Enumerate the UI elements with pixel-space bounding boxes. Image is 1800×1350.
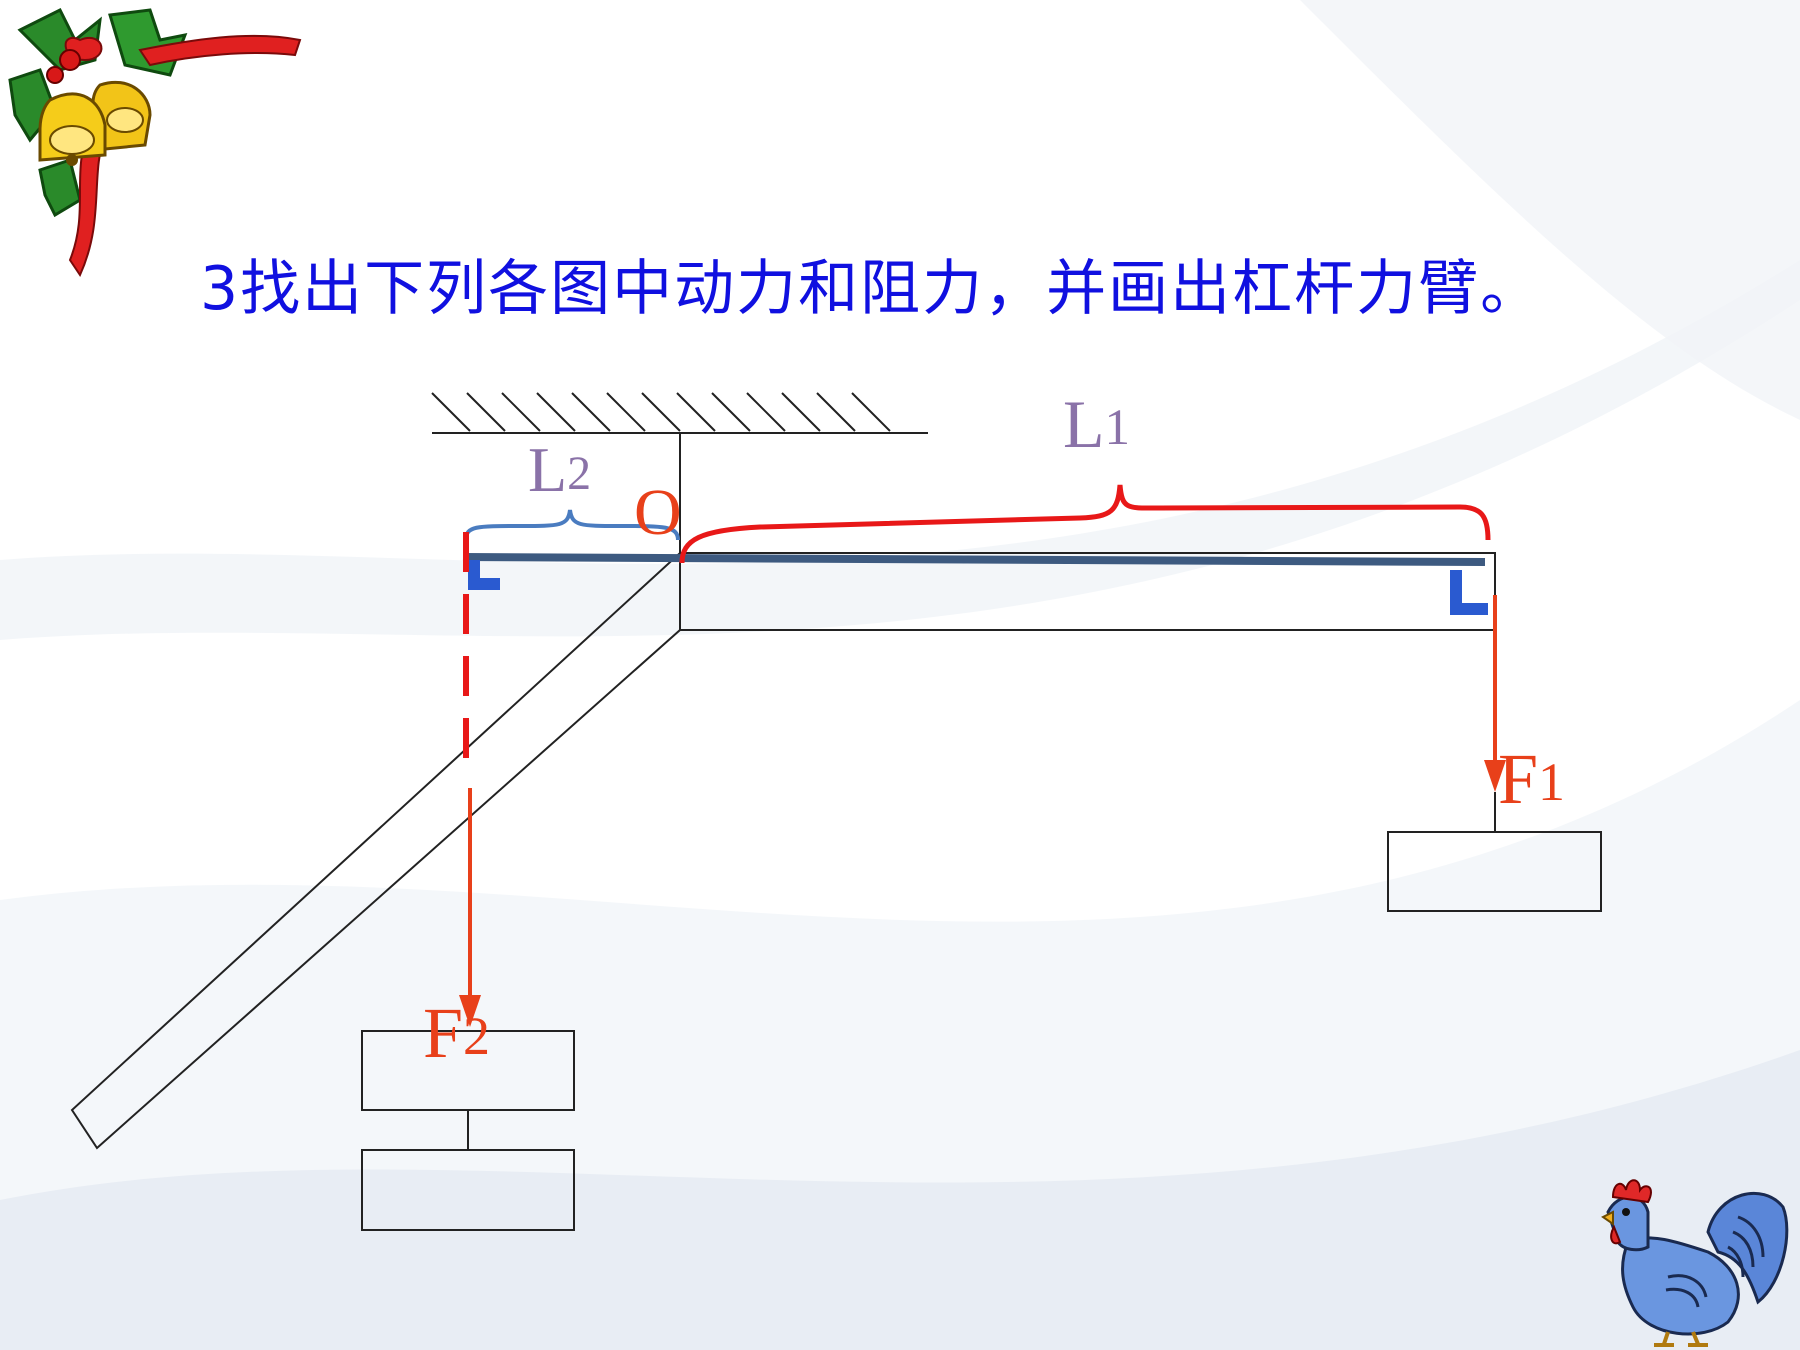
- brace-L2: [464, 509, 680, 541]
- weight-left-lower: [361, 1149, 575, 1231]
- label-L1: L1: [1063, 386, 1131, 462]
- brace-L1: [679, 484, 1491, 564]
- christmas-bells-icon: [8, 7, 302, 278]
- F2-arrow: [459, 788, 481, 1027]
- rooster-icon: [1601, 1179, 1789, 1347]
- right-angle-marker-left: [468, 560, 500, 590]
- F1-arrow: [1484, 595, 1506, 792]
- weight-right: [1387, 831, 1602, 912]
- label-F1: F1: [1498, 739, 1566, 819]
- right-angle-marker-right: [1450, 570, 1488, 615]
- label-L2: L2: [528, 434, 592, 505]
- lever-bar: [462, 553, 1486, 566]
- label-pivot-O: O: [634, 476, 682, 549]
- label-F2: F2: [423, 993, 491, 1073]
- ceiling: [431, 392, 928, 434]
- question-title: 3找出下列各图中动力和阻力，并画出杠杆力臂。: [200, 254, 1543, 324]
- diagonal-arm: [70, 550, 681, 1150]
